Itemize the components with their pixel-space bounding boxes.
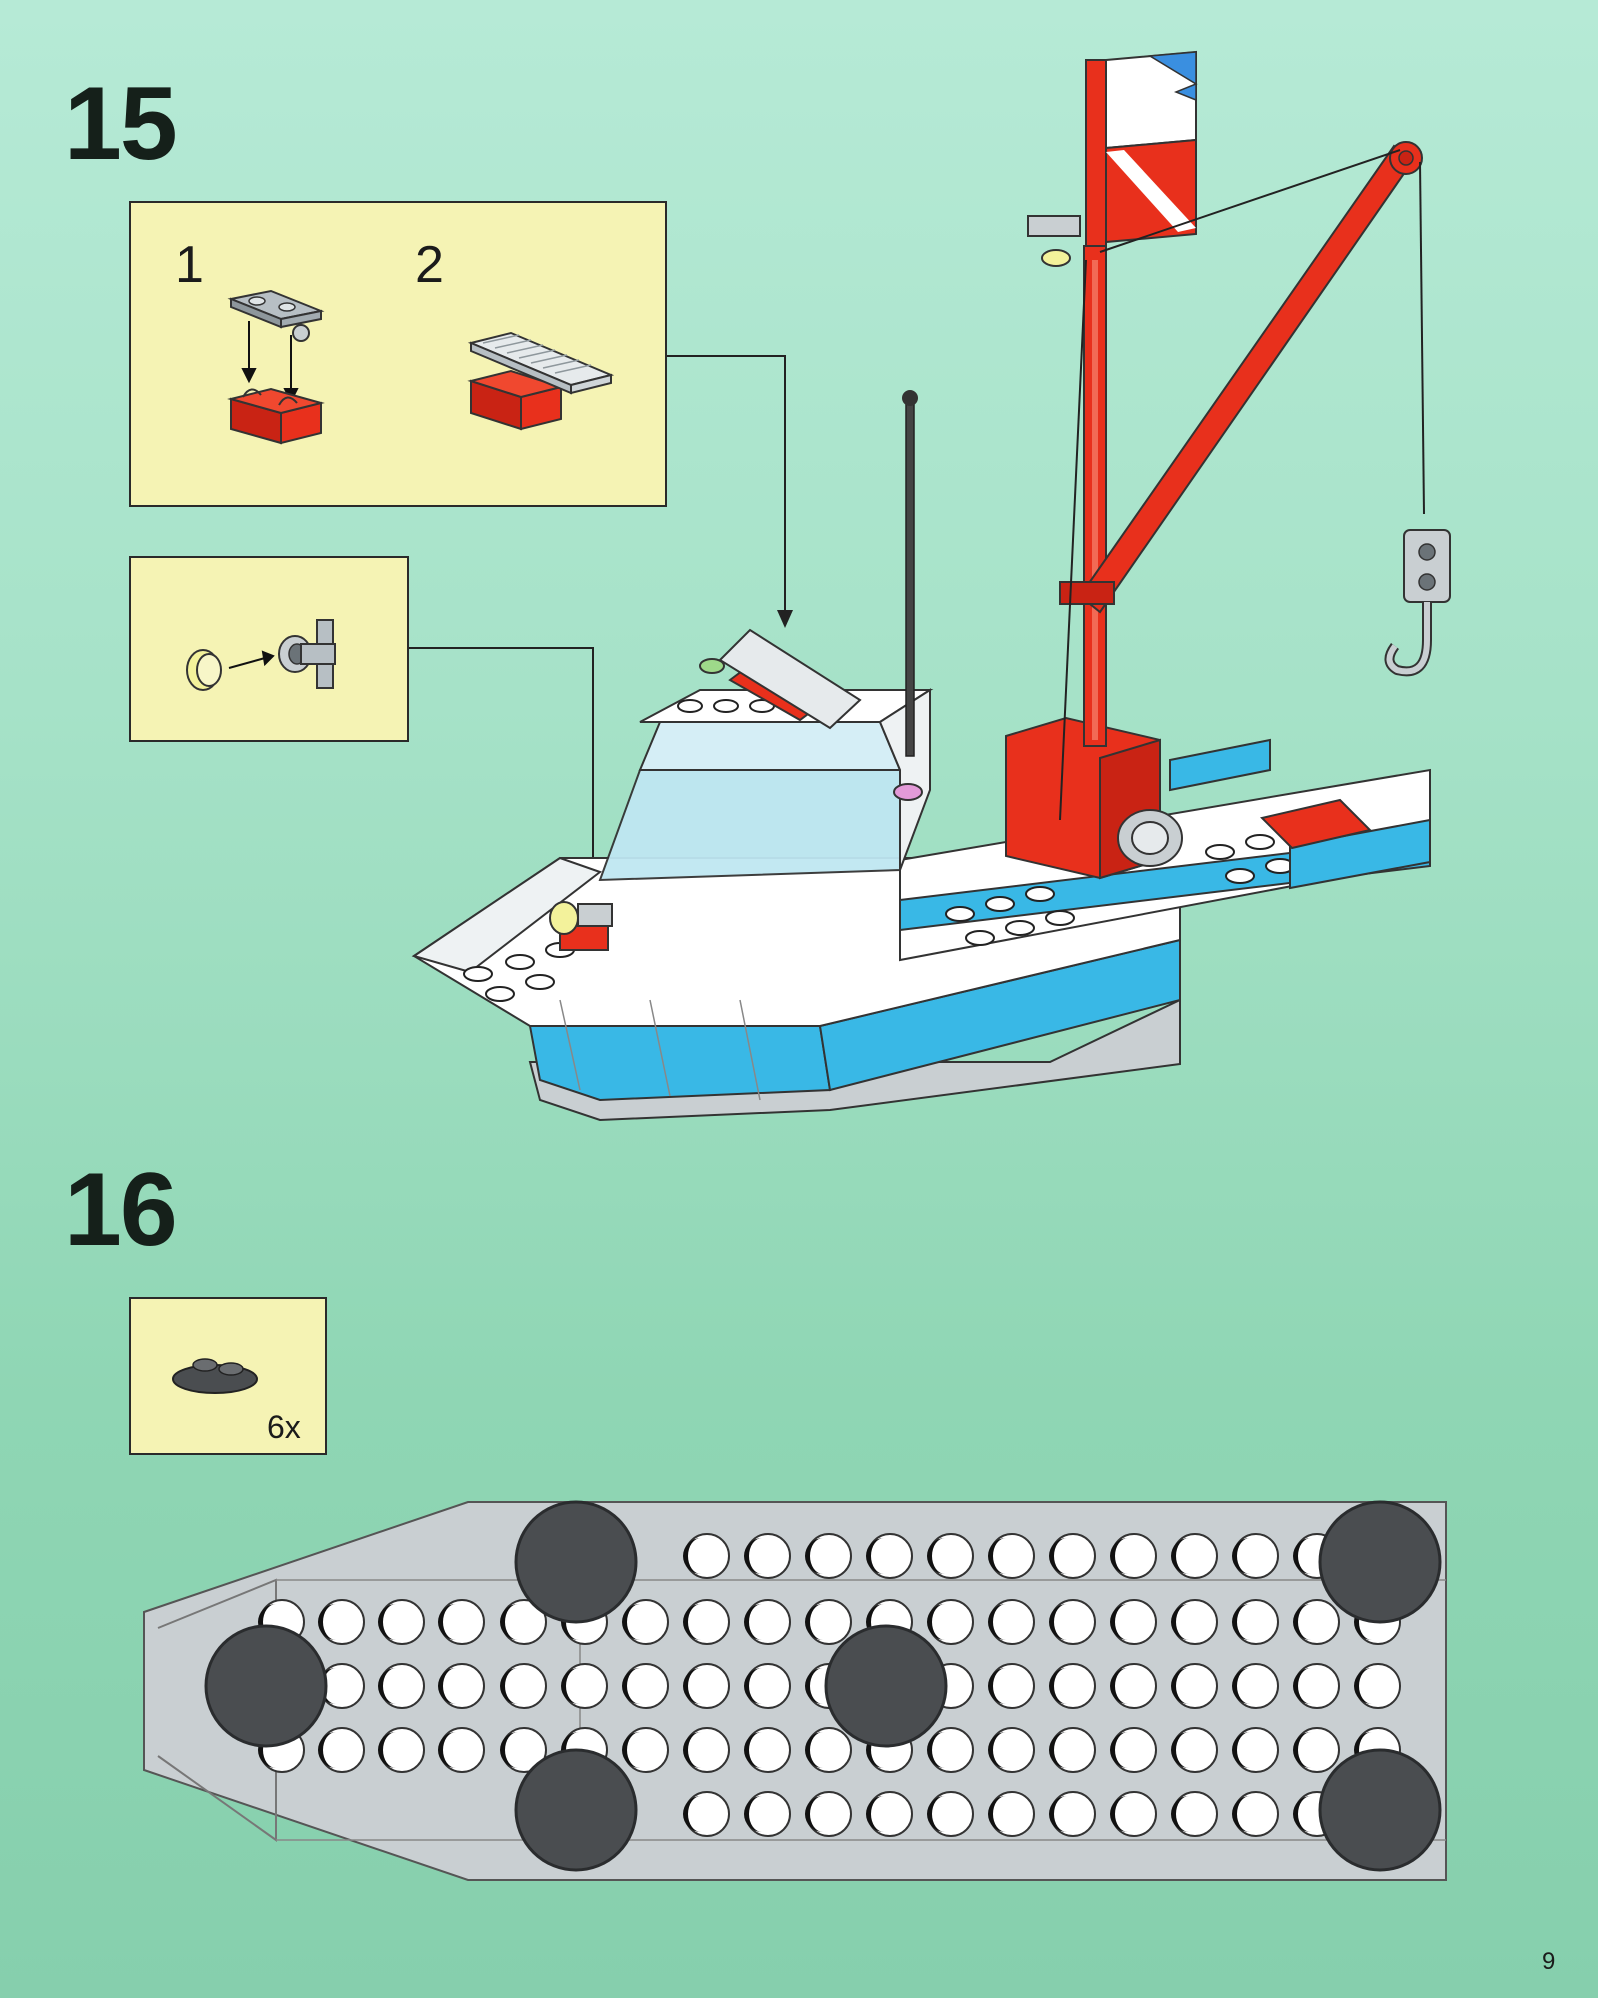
round-plate [206, 1626, 326, 1746]
page-number: 9 [1542, 1948, 1555, 1976]
round-plate [516, 1750, 636, 1870]
round-plate [1320, 1502, 1440, 1622]
round-plate [826, 1626, 946, 1746]
round-plate [516, 1502, 636, 1622]
round-plate [1320, 1750, 1440, 1870]
